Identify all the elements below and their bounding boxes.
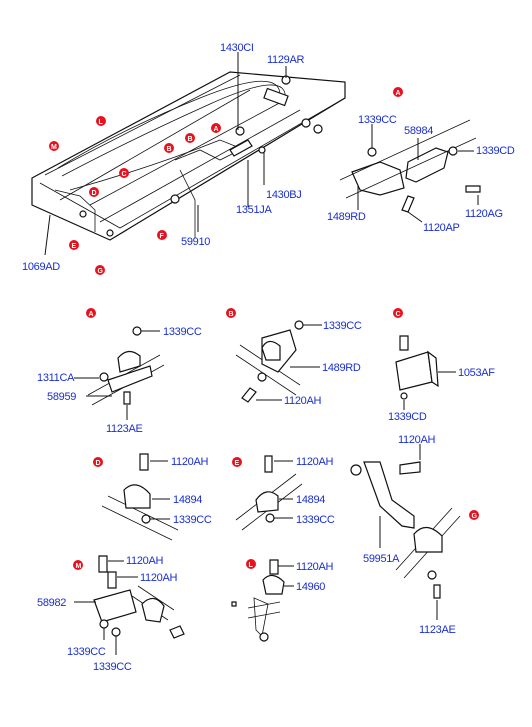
marker-C: C bbox=[119, 168, 129, 178]
main-assembly-labels: 1430CI 1129AR 1430BJ 1351JA 59910 1069AD bbox=[22, 42, 305, 273]
part-number: 1120AH bbox=[140, 572, 177, 584]
marker-B: B bbox=[226, 308, 236, 318]
svg-text:E: E bbox=[235, 460, 240, 467]
detail-D: D 1120AH 14894 1339CC bbox=[93, 453, 212, 541]
part-number: 1339CC bbox=[173, 514, 212, 526]
marker-B: B bbox=[164, 143, 174, 153]
part-number: 14960 bbox=[296, 581, 325, 593]
part-number: 1311CA bbox=[37, 372, 75, 384]
svg-text:L: L bbox=[249, 562, 254, 569]
detail-G: G 1120AH 59951A 1123AE bbox=[350, 434, 479, 636]
part-number: 1489RD bbox=[322, 362, 361, 374]
marker-G: G bbox=[95, 265, 105, 275]
svg-text:B: B bbox=[229, 311, 234, 318]
marker-E: E bbox=[69, 240, 79, 250]
part-number: 1339CC bbox=[163, 326, 202, 338]
marker-B2: B bbox=[185, 133, 195, 143]
marker-F: F bbox=[157, 230, 167, 240]
detail-L: L 1120AH 14960 bbox=[231, 559, 334, 642]
part-number: 1120AH bbox=[126, 555, 163, 567]
part-number: 1430CI bbox=[220, 42, 254, 54]
svg-text:C: C bbox=[122, 171, 127, 178]
part-number: 1120AG bbox=[465, 208, 503, 220]
part-number: 1489RD bbox=[327, 211, 366, 223]
part-number: 1339CC bbox=[67, 646, 106, 658]
svg-text:B: B bbox=[188, 136, 193, 143]
part-number: 1339CD bbox=[476, 145, 515, 157]
part-number: 1120AP bbox=[423, 222, 460, 234]
part-number: 1120AH bbox=[296, 561, 333, 573]
part-number: 1120AH bbox=[296, 456, 333, 468]
svg-text:C: C bbox=[396, 311, 401, 318]
marker-A: A bbox=[86, 308, 96, 318]
detail-C: C 1053AF 1339CD bbox=[388, 308, 496, 423]
part-number: 1120AH bbox=[284, 395, 321, 407]
part-number: 59951A bbox=[363, 553, 400, 565]
detail-E: E 1120AH 14894 1339CC bbox=[232, 455, 335, 531]
part-number: 14894 bbox=[296, 494, 325, 506]
svg-text:M: M bbox=[76, 563, 82, 570]
marker-D: D bbox=[93, 457, 103, 467]
svg-text:D: D bbox=[92, 190, 97, 197]
part-number: 1339CC bbox=[296, 514, 335, 526]
svg-text:B: B bbox=[167, 146, 172, 153]
svg-text:L: L bbox=[99, 119, 104, 126]
svg-text:G: G bbox=[472, 513, 478, 520]
main-callout-markers: L M B C B A D E F G bbox=[49, 116, 221, 275]
marker-C: C bbox=[393, 308, 403, 318]
svg-text:A: A bbox=[214, 126, 219, 133]
part-number: 1123AE bbox=[106, 423, 143, 435]
svg-text:M: M bbox=[51, 144, 57, 151]
part-number: 58984 bbox=[404, 125, 433, 137]
marker-D: D bbox=[89, 187, 99, 197]
svg-text:F: F bbox=[160, 233, 165, 240]
svg-text:A: A bbox=[396, 90, 401, 97]
part-number: 1053AF bbox=[458, 367, 495, 379]
part-number: 14894 bbox=[173, 494, 202, 506]
part-number: 1129AR bbox=[267, 54, 304, 66]
svg-text:A: A bbox=[89, 311, 94, 318]
main-frame-assembly bbox=[31, 71, 346, 241]
marker-G: G bbox=[469, 510, 479, 520]
svg-text:E: E bbox=[72, 243, 77, 250]
svg-text:G: G bbox=[98, 268, 104, 275]
marker-A: A bbox=[211, 123, 221, 133]
part-number: 58982 bbox=[37, 597, 66, 609]
part-number: 1123AE bbox=[419, 624, 456, 636]
part-number: 1120AH bbox=[171, 456, 208, 468]
marker-L: L bbox=[96, 116, 106, 126]
marker-A: A bbox=[393, 87, 403, 97]
part-number: 1430BJ bbox=[266, 189, 302, 201]
part-number: 1339CC bbox=[323, 320, 362, 332]
part-number: 1339CC bbox=[358, 114, 397, 126]
part-number: 59910 bbox=[181, 236, 210, 248]
marker-M: M bbox=[73, 560, 83, 570]
detail-A-top: A 1339CC 58984 1339CD 1489RD 1120AP 1120… bbox=[327, 87, 515, 234]
marker-L: L bbox=[246, 559, 256, 569]
part-number: 1069AD bbox=[22, 261, 60, 273]
detail-M: M 1120AH 1120AH 58982 1339CC 1339CC bbox=[37, 555, 185, 673]
part-number: 1339CD bbox=[388, 411, 427, 423]
svg-text:D: D bbox=[96, 460, 101, 467]
marker-E: E bbox=[232, 457, 242, 467]
part-number: 58959 bbox=[47, 391, 76, 403]
marker-M: M bbox=[49, 141, 59, 151]
detail-A: A 1339CC 1311CA 58959 1123AE bbox=[37, 308, 202, 435]
part-number: 1339CC bbox=[93, 661, 132, 673]
detail-B: B 1339CC 1489RD 1120AH bbox=[226, 308, 362, 407]
part-number: 1351JA bbox=[236, 204, 272, 216]
part-number: 1120AH bbox=[398, 434, 435, 446]
